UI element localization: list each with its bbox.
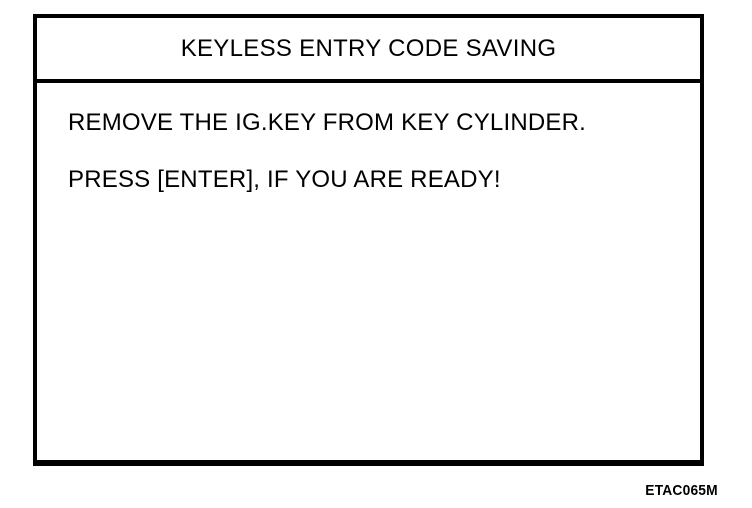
- screen-title-bar: KEYLESS ENTRY CODE SAVING: [37, 18, 700, 83]
- screen-title: KEYLESS ENTRY CODE SAVING: [180, 34, 557, 62]
- figure-code-label: ETAC065M: [645, 482, 718, 499]
- scan-tool-screen: KEYLESS ENTRY CODE SAVING REMOVE THE IG.…: [33, 14, 704, 466]
- prompt-line: PRESS [ENTER], IF YOU ARE READY!: [68, 166, 501, 193]
- screen-body: REMOVE THE IG.KEY FROM KEY CYLINDER. PRE…: [37, 83, 700, 194]
- instruction-line: REMOVE THE IG.KEY FROM KEY CYLINDER.: [68, 109, 586, 136]
